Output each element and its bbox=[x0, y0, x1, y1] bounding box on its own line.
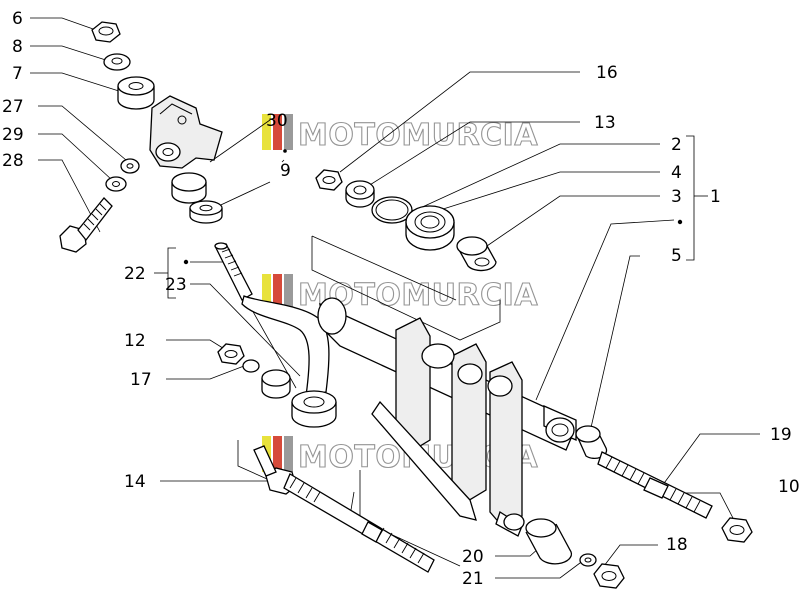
callout-18: 18 bbox=[666, 535, 688, 555]
callout-16: 16 bbox=[596, 63, 618, 83]
bush-3 bbox=[456, 236, 497, 272]
washer-9 bbox=[189, 200, 223, 224]
nut-12 bbox=[217, 343, 245, 365]
nut-18 bbox=[593, 563, 625, 589]
upper-link-arm bbox=[214, 242, 337, 428]
callout-14: 14 bbox=[124, 472, 146, 492]
bracket-group-1 bbox=[677, 135, 708, 261]
bolt-19 bbox=[597, 451, 713, 519]
callout-6: 6 bbox=[12, 9, 23, 29]
callout-27: 27 bbox=[2, 97, 24, 117]
washer-29 bbox=[105, 176, 127, 192]
callout-10: 10 bbox=[778, 477, 800, 497]
bush-5 bbox=[575, 425, 608, 459]
callout-20: 20 bbox=[462, 547, 484, 567]
callout-22: 22 bbox=[124, 264, 146, 284]
bearing-4 bbox=[405, 205, 455, 251]
callout-7: 7 bbox=[12, 64, 23, 84]
callout-19: 19 bbox=[770, 425, 792, 445]
callout-5: 5 bbox=[671, 246, 682, 266]
callout-21: 21 bbox=[462, 569, 484, 589]
bolt-28 bbox=[59, 197, 113, 253]
callout-30: 30 bbox=[266, 111, 288, 131]
swingarm-body bbox=[317, 297, 577, 537]
watermark-top: MOTOMURCIA bbox=[262, 114, 538, 154]
callout-2: 2 bbox=[671, 135, 682, 155]
callout-17: 17 bbox=[130, 370, 152, 390]
bracket-group-22 bbox=[154, 247, 189, 299]
spacer-13 bbox=[345, 180, 375, 208]
nut-16 bbox=[315, 169, 343, 191]
bush-7 bbox=[117, 76, 155, 110]
watermark-middle: MOTOMURCIA bbox=[262, 274, 538, 314]
callout-29: 29 bbox=[2, 125, 24, 145]
washer-8 bbox=[103, 53, 131, 71]
bush-20 bbox=[525, 518, 573, 565]
watermark-text: MOTOMURCIA bbox=[298, 118, 538, 153]
callout-labels: 6 8 7 27 29 28 30 9 16 13 2 4 3 1 5 22 2… bbox=[2, 9, 800, 589]
callout-9: 9 bbox=[280, 161, 291, 181]
bush-spacer bbox=[261, 369, 291, 399]
nut-10 bbox=[721, 517, 753, 543]
callout-1: 1 bbox=[710, 187, 721, 207]
bush-30 bbox=[171, 172, 207, 204]
leader-lines bbox=[30, 17, 760, 579]
callout-3: 3 bbox=[671, 187, 682, 207]
washer-21 bbox=[579, 553, 597, 567]
bolt-14 bbox=[253, 445, 435, 573]
callout-8: 8 bbox=[12, 37, 23, 57]
nut-6 bbox=[91, 21, 121, 43]
callout-12: 12 bbox=[124, 331, 146, 351]
washer-17 bbox=[242, 359, 260, 373]
callout-23: 23 bbox=[165, 275, 187, 295]
mounting-bracket bbox=[149, 95, 223, 169]
callout-4: 4 bbox=[671, 163, 682, 183]
callout-28: 28 bbox=[2, 151, 24, 171]
callout-13: 13 bbox=[594, 113, 616, 133]
washer-27 bbox=[120, 158, 140, 174]
circlip-2 bbox=[371, 196, 413, 224]
